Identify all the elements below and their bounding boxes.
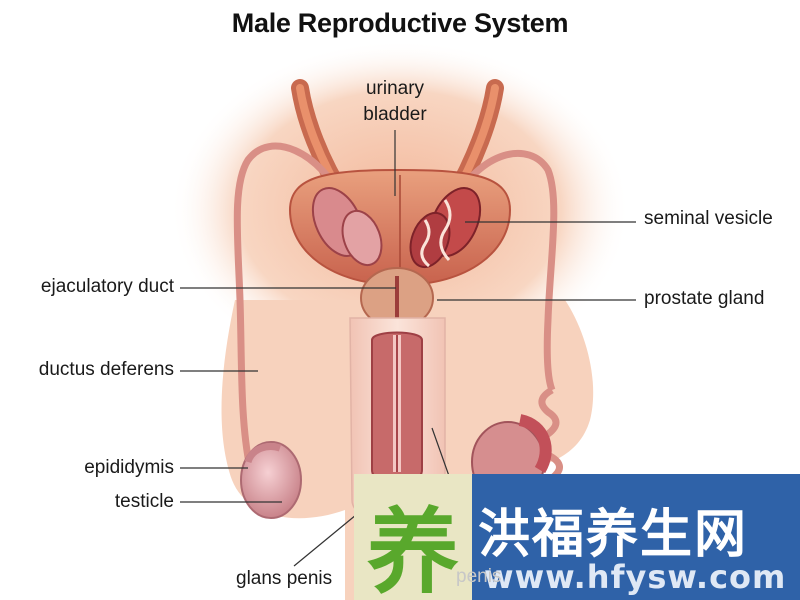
label-ductus-deferens: ductus deferens	[38, 359, 174, 380]
label-epididymis: epididymis	[84, 457, 174, 478]
left-testicle	[240, 441, 302, 519]
watermark-badge-glyph: 养	[366, 499, 459, 600]
label-ejaculatory-duct: ejaculatory duct	[40, 276, 174, 297]
label-urinary-bladder-line1: urinary	[365, 78, 425, 99]
right-epididymis	[518, 414, 552, 474]
watermark-url: www.hfysw.com	[484, 558, 787, 596]
leader-glans-penis	[293, 509, 363, 567]
label-urinary-bladder: urinary bladder	[330, 76, 460, 127]
diagram-title: Male Reproductive System	[231, 8, 569, 38]
right-seminal-vesicle	[409, 187, 482, 269]
watermark-badge: 养	[354, 474, 472, 600]
label-seminal-vesicle: seminal vesicle	[644, 208, 773, 229]
left-seminal-vesicle	[311, 187, 383, 267]
label-glans-penis: glans penis	[236, 568, 333, 589]
label-testicle: testicle	[114, 491, 174, 512]
watermark-site-name: 洪福养生网	[478, 505, 749, 565]
left-ductus-deferens	[233, 142, 349, 469]
right-ductus-deferens	[448, 149, 558, 392]
watermark-banner: 养 洪福养生网 www.hfysw.com	[354, 474, 800, 600]
left-epididymis	[244, 443, 282, 464]
label-urinary-bladder-line2: bladder	[363, 103, 427, 125]
label-prostate-gland: prostate gland	[644, 288, 765, 309]
label-penis-partial: penis	[456, 566, 502, 587]
